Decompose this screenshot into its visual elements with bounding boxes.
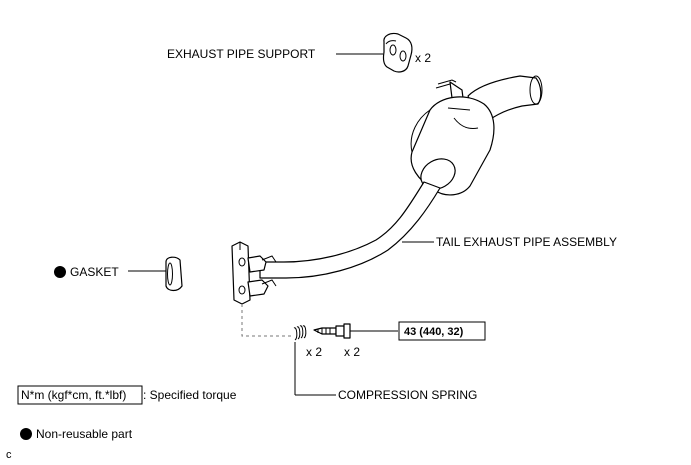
torque-value: 43 (440, 32) (404, 326, 464, 338)
bolt-quantity: x 2 (344, 345, 360, 359)
bolt-part (313, 323, 351, 339)
compression-spring-label: COMPRESSION SPRING (338, 388, 477, 402)
gasket-part (165, 256, 183, 292)
tail-exhaust-pipe-label: TAIL EXHAUST PIPE ASSEMBLY (436, 235, 617, 249)
torque-legend-box (17, 385, 143, 405)
tail-exhaust-pipe (259, 181, 441, 279)
non-reusable-legend-icon (20, 428, 32, 440)
figure-code: c (6, 449, 12, 461)
gasket-label: GASKET (70, 265, 119, 279)
compression-spring-part (293, 325, 307, 341)
front-flange (231, 241, 277, 305)
non-reusable-marker-gasket (54, 266, 66, 278)
exhaust-pipe-support-label: EXHAUST PIPE SUPPORT (167, 47, 316, 61)
support-quantity: x 2 (415, 51, 431, 65)
muffler (410, 96, 495, 196)
torque-legend-text: : Specified torque (143, 388, 237, 402)
torque-box (398, 321, 486, 341)
exhaust-pipe-support-part (382, 32, 413, 73)
non-reusable-legend-text: Non-reusable part (36, 427, 133, 441)
installation-guide (241, 304, 294, 337)
torque-legend-units: N*m (kgf*cm, ft.*lbf) (21, 388, 126, 402)
spring-quantity: x 2 (306, 345, 322, 359)
